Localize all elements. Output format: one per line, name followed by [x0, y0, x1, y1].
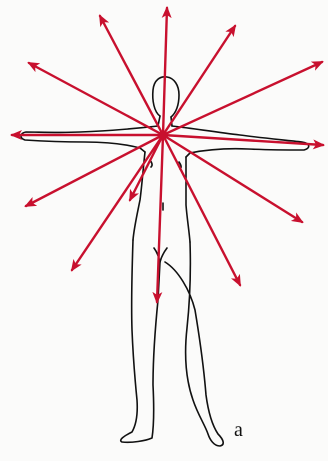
figure-chest-marks: [150, 160, 181, 210]
arrow-right: [163, 135, 323, 145]
figure-right-leg: [165, 242, 223, 446]
origin-point: [159, 131, 167, 139]
arrow-down-right-steep: [163, 135, 240, 285]
figure-crotch: [154, 248, 167, 262]
panel-label: a: [234, 420, 243, 440]
arrow-up: [163, 8, 167, 135]
radiating-arrows: [12, 8, 323, 302]
figure-left-leg: [121, 240, 160, 442]
figure-torso-right: [186, 157, 190, 242]
arrow-down-left-steep: [72, 135, 163, 270]
figure-head: [153, 77, 179, 117]
